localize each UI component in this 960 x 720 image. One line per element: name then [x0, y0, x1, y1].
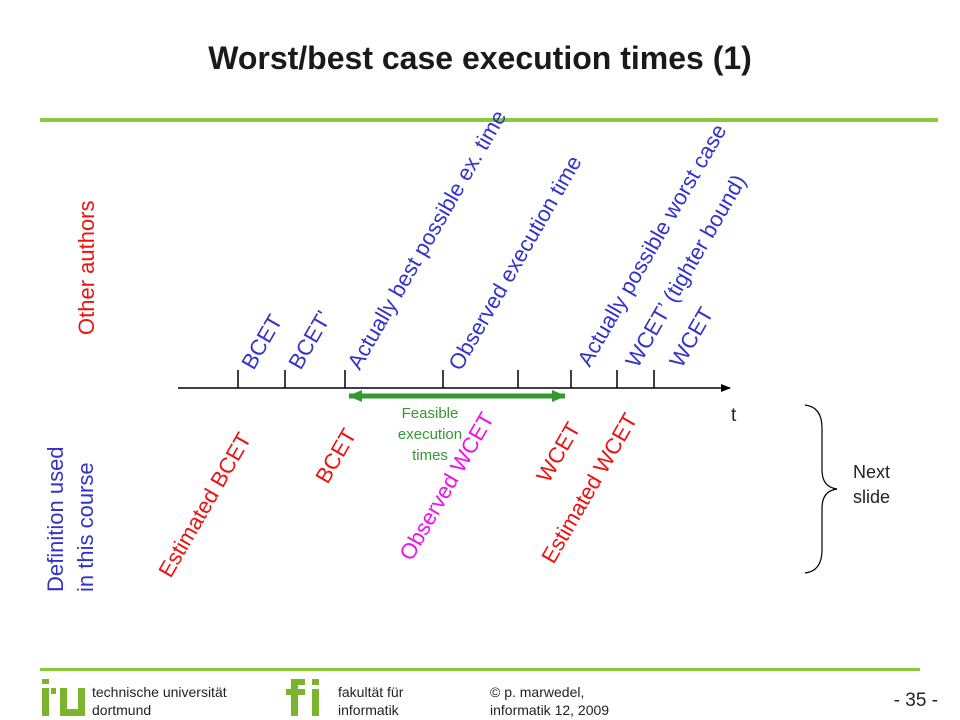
feasible-line1: Feasible: [401, 405, 459, 422]
university-line2: dortmund: [92, 702, 152, 718]
feasible-times-label: Feasible execution times: [375, 403, 485, 466]
page-title: Worst/best case execution times (1): [208, 40, 752, 76]
feasible-line3: times: [412, 447, 448, 464]
footer-divider: [40, 668, 920, 671]
university-name: technische universität dortmund: [92, 683, 227, 719]
next-slide-line2: slide: [853, 487, 891, 507]
author-credit: © p. marwedel, informatik 12, 2009: [490, 683, 609, 719]
fi-logo-icon: [286, 679, 319, 716]
faculty-name: fakultät für informatik: [338, 683, 403, 719]
right-brace: [804, 404, 838, 574]
page-number: - 35 -: [893, 690, 938, 711]
feasible-line2: execution: [397, 426, 463, 443]
next-slide-note: Next slide: [853, 460, 890, 510]
next-slide-line1: Next: [853, 462, 891, 482]
author-line1: © p. marwedel,: [490, 684, 585, 700]
tu-logo-icon: [42, 679, 85, 716]
faculty-line2: informatik: [338, 702, 399, 718]
title-divider: [40, 118, 938, 122]
axis-label-t: t: [731, 405, 737, 426]
university-line1: technische universität: [92, 684, 227, 700]
faculty-line1: fakultät für: [338, 684, 404, 700]
author-line2: informatik 12, 2009: [490, 702, 610, 718]
